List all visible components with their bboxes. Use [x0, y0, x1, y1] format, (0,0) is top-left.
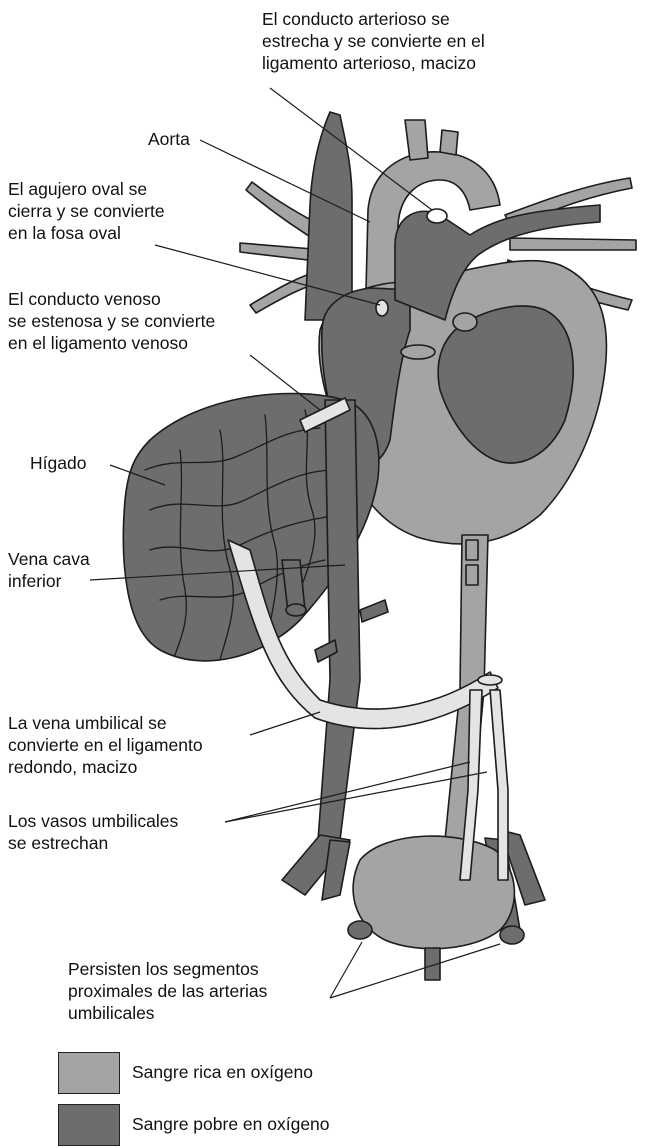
mitral-valve — [453, 313, 477, 331]
superior-vena-cava — [305, 112, 352, 320]
umbilical-artery-segment-left — [348, 921, 372, 939]
tricuspid-valve — [401, 345, 435, 359]
umbilical-artery-segment-right — [500, 926, 524, 944]
legend-label-oxygen-poor: Sangre pobre en oxígeno — [132, 1114, 330, 1135]
ductus-venosus-label: El conducto venoso se estenosa y se conv… — [8, 288, 215, 354]
ductus-arteriosus-remnant — [427, 209, 447, 223]
fossa-ovalis — [376, 300, 388, 316]
umbilical-vein-label: La vena umbilical se convierte en el lig… — [8, 712, 203, 778]
aorta-label: Aorta — [148, 128, 190, 150]
bladder — [353, 836, 514, 949]
legend-swatch-oxygen-poor — [58, 1104, 120, 1146]
ductus-arteriosus-label: El conducto arterioso se estrecha y se c… — [262, 8, 485, 74]
legend-label-oxygen-rich: Sangre rica en oxígeno — [132, 1062, 313, 1083]
foramen-ovale-label: El agujero oval se cierra y se convierte… — [8, 178, 165, 244]
legend-swatch-oxygen-rich — [58, 1052, 120, 1094]
ivc-label: Vena cava inferior — [8, 548, 90, 592]
umbilical-vessels-label: Los vasos umbilicales se estrechan — [8, 810, 178, 854]
umbilical-arteries-label: Persisten los segmentos proximales de la… — [68, 958, 267, 1024]
liver-label: Hígado — [30, 452, 86, 474]
